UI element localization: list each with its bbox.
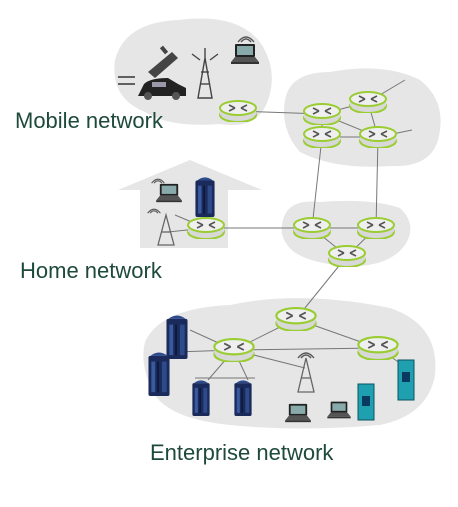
enterprise-laptop-2-icon	[327, 401, 351, 419]
enterprise-server-3-icon	[192, 380, 210, 416]
router-enterprise-right	[357, 336, 399, 360]
home-laptop-icon	[156, 183, 182, 203]
teal-server-2-icon	[397, 359, 415, 401]
router-enterprise-top	[275, 307, 317, 331]
home-network-label: Home network	[20, 258, 162, 283]
router-regional-1	[293, 217, 331, 239]
mobile-network-cloud	[114, 18, 272, 125]
enterprise-server-2-icon	[148, 352, 170, 396]
router-home-edge	[187, 217, 225, 239]
enterprise-network-label: Enterprise network	[150, 440, 334, 465]
home-house-outline	[118, 160, 262, 248]
cellphone-icon	[148, 45, 178, 78]
home-access-point-icon	[157, 212, 175, 246]
enterprise-server-1-icon	[166, 315, 188, 359]
enterprise-laptop-1-icon	[285, 403, 311, 423]
router-regional-2	[357, 217, 395, 239]
router-regional-3	[328, 245, 366, 267]
router-isp-1	[303, 103, 341, 125]
enterprise-server-4-icon	[234, 380, 252, 416]
router-mobile-edge	[219, 100, 257, 122]
router-isp-2	[349, 91, 387, 113]
home-desktop-icon	[195, 177, 215, 217]
router-isp-3	[303, 126, 341, 148]
car-icon	[138, 78, 186, 100]
router-isp-4	[359, 126, 397, 148]
mobile-laptop-icon	[231, 44, 259, 64]
enterprise-access-point-icon	[297, 357, 315, 393]
router-enterprise-left	[213, 338, 255, 362]
teal-server-1-icon	[357, 383, 375, 421]
cell-tower-icon	[191, 48, 219, 99]
mobile-network-label: Mobile network	[15, 108, 163, 133]
